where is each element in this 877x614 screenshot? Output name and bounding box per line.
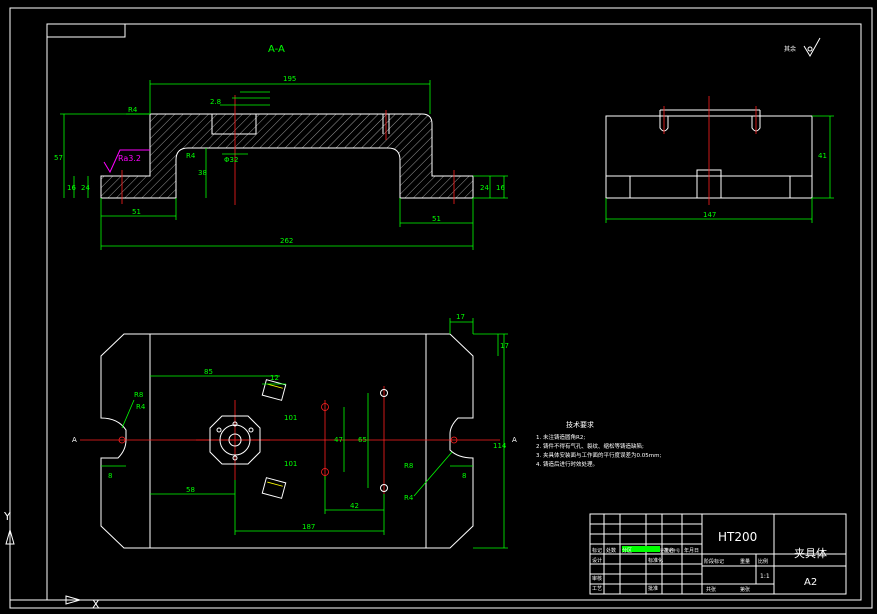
dim-24-left: 24 [81,184,90,192]
tb-label-8: 审核 [592,575,602,582]
dim-8-left: 8 [108,472,112,480]
dim-58: 58 [186,486,195,494]
dim-51-left: 51 [132,208,141,216]
section-view: A-A 195 57 16 24 24 [54,44,508,250]
tb-label-14: 共张 [706,586,716,593]
side-view: 147 41 [605,96,834,223]
tech-note-line-2: 2. 铸件不得有气孔、裂纹、缩松等铸造缺陷; [536,442,644,450]
tb-label-5: 年月日 [684,547,699,554]
tb-label-1: 处数 [606,547,616,554]
tech-note-line-3: 3. 夹具体安装面与工作面的平行度误差为0.05mm; [536,451,661,459]
section-label: A-A [268,44,285,55]
dim-24-right: 24 [480,184,489,192]
drawing-frame [9,7,873,609]
tb-label-9: 工艺 [592,586,602,592]
dim-51-right: 51 [432,215,441,223]
tb-label-2: 分区 [622,547,632,554]
label-r4-top: R4 [128,106,138,114]
section-marker-a-left: A [72,436,77,444]
label-r4-left: R4 [136,403,146,411]
title-sheet-size: A2 [804,577,817,588]
roughness-symbol-rest: 其余 [784,37,821,57]
technical-requirements: 技术要求 1. 未注铸造圆角R2; 2. 铸件不得有气孔、裂纹、缩松等铸造缺陷;… [536,420,661,468]
tb-label-13: 比例 [758,558,768,565]
dim-101-top: 101 [284,414,297,422]
dim-57: 57 [54,154,63,162]
tb-label-6: 设计 [592,557,602,564]
dim-phi32: Φ32 [224,156,238,164]
section-marker-a-right: A [512,436,517,444]
dim-101-bottom: 101 [284,460,297,468]
dim-114: 114 [493,442,507,450]
dim-12: 12 [270,374,279,382]
dim-17-top: 17 [456,313,465,321]
dim-41: 41 [818,152,827,160]
dim-2-8: 2.8 [210,98,221,106]
tb-label-15: 第张 [740,586,750,593]
dim-47: 47 [334,436,343,444]
tb-label-11: 阶段标记 [704,558,724,565]
tech-note-line-1: 1. 未注铸造圆角R2; [536,433,585,441]
tb-label-12: 重量 [740,558,750,565]
ucs-y-label: Y [3,510,11,523]
roughness-rest-label: 其余 [784,45,796,53]
roughness-ra32: Ra3.2 [118,154,141,163]
label-r8-right: R8 [404,462,413,470]
dim-147: 147 [703,211,716,219]
title-scale: 1:1 [760,573,770,580]
dim-38: 38 [198,169,207,177]
dim-42: 42 [350,502,359,510]
section-body-hatched [100,113,474,199]
tb-label-0: 标记 [592,547,602,554]
tech-notes-title: 技术要求 [566,420,594,429]
ucs-icon: X Y [3,510,100,611]
title-block: HT200 夹具体 A2 1:1 标记 处数 分区 更改文件号 签名 年月日 设… [589,513,847,595]
tech-note-line-4: 4. 铸造后进行时效处理。 [536,460,598,468]
dim-65: 65 [358,436,367,444]
tb-label-10: 批准 [648,585,658,592]
dim-16-right: 16 [496,184,505,192]
title-material: HT200 [718,530,757,544]
label-r4-right: R4 [404,494,414,502]
tb-label-4: 签名 [664,547,674,554]
label-r4-mid: R4 [186,152,196,160]
dim-85: 85 [204,368,213,376]
dim-187: 187 [302,523,315,531]
tb-label-7: 标准化 [648,557,663,564]
title-part-name: 夹具体 [794,546,827,560]
tb-label-3: 更改文件号 [660,547,680,553]
dim-17-side: 17 [500,342,509,350]
dim-195: 195 [283,75,296,83]
ucs-x-label: X [92,598,100,611]
dim-8-right: 8 [462,472,466,480]
plan-view: A A 17 17 114 85 12 58 187 42 47 [72,313,517,549]
dim-262: 262 [280,237,293,245]
dim-16-left: 16 [67,184,76,192]
label-r8-left: R8 [134,391,143,399]
